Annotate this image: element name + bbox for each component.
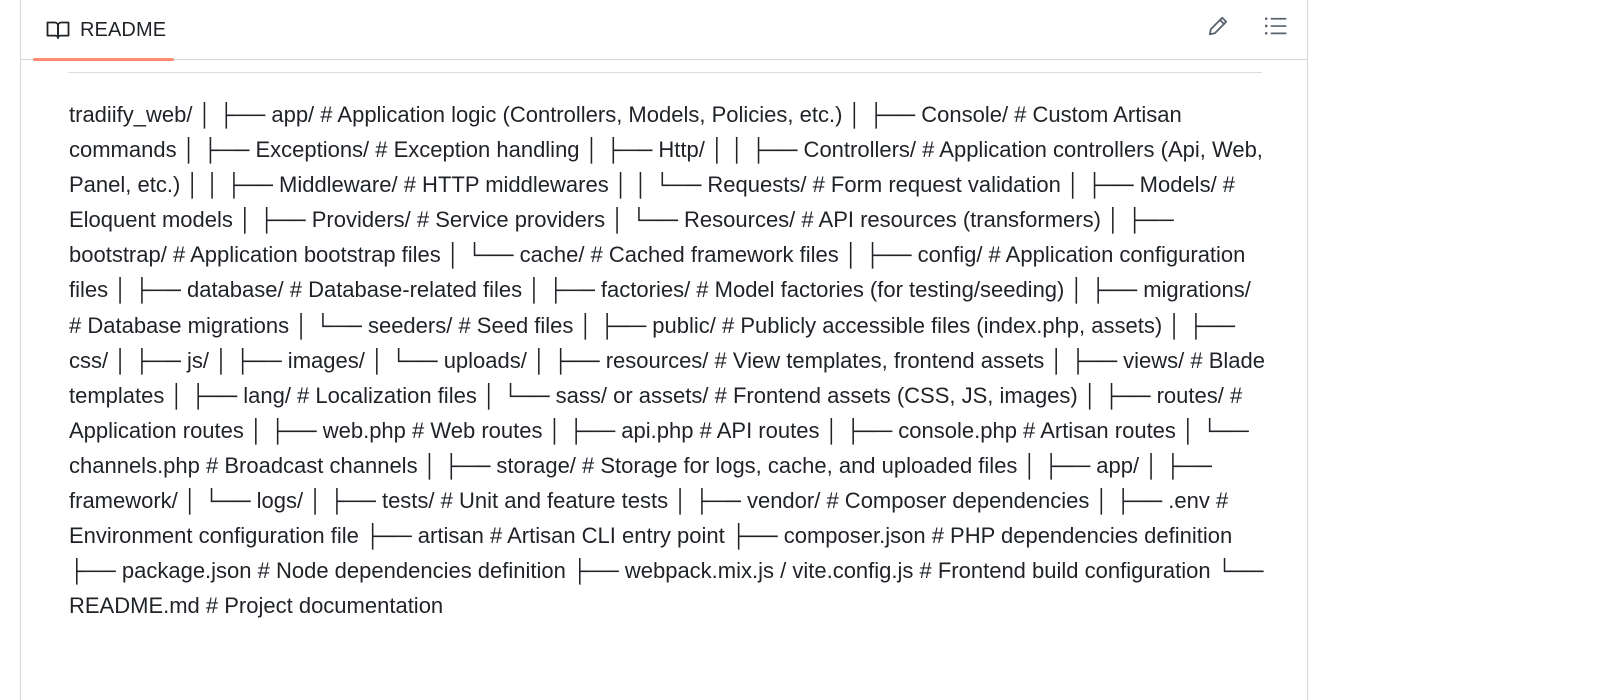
- content-divider: [68, 72, 1262, 73]
- readme-tab[interactable]: README: [33, 0, 174, 61]
- list-unordered-icon: [1264, 15, 1288, 37]
- outline-button[interactable]: [1259, 9, 1293, 43]
- readme-content: tradiify_web/ │ ├── app/ # Application l…: [69, 102, 1266, 619]
- book-icon: [45, 19, 71, 41]
- edit-button[interactable]: [1201, 9, 1235, 43]
- readme-header: README: [21, 0, 1307, 61]
- readme-panel: README: [20, 0, 1308, 700]
- readme-tab-label: README: [80, 18, 167, 41]
- header-actions: [1201, 0, 1293, 52]
- pencil-icon: [1207, 15, 1229, 37]
- active-tab-indicator: [33, 58, 174, 61]
